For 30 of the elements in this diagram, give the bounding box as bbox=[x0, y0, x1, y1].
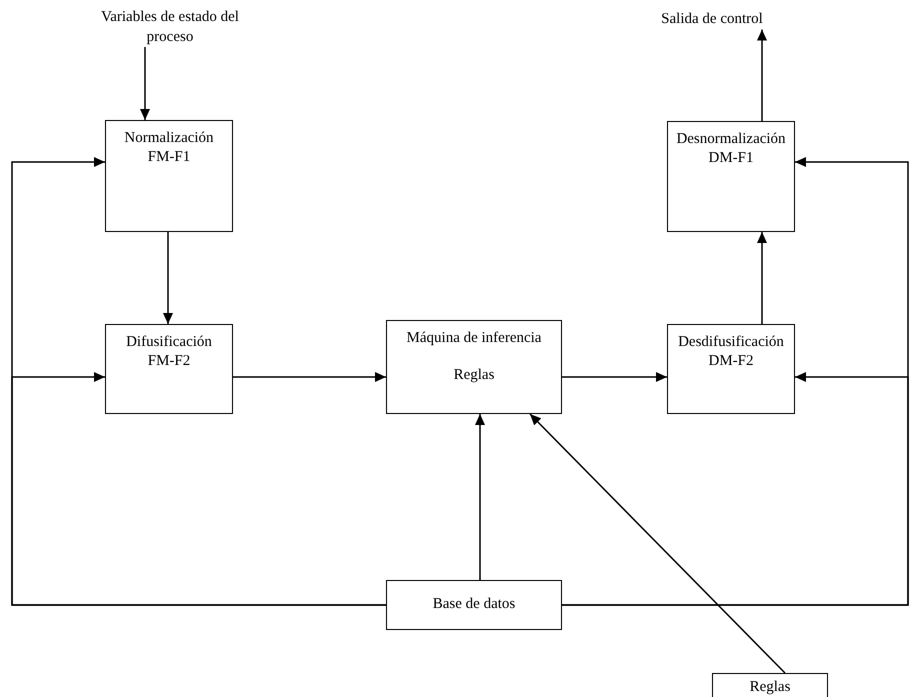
arrow bbox=[233, 372, 386, 382]
box-subtitle: FM-F1 bbox=[148, 148, 190, 166]
box-title: Máquina de inferencia bbox=[406, 329, 542, 348]
box-title: Reglas bbox=[750, 678, 790, 697]
process-box bbox=[667, 121, 795, 232]
box-subtitle: DM-F1 bbox=[708, 148, 754, 168]
process-box bbox=[386, 320, 562, 414]
process-box bbox=[105, 324, 233, 414]
box-title: Base de datos bbox=[432, 595, 516, 614]
arrow bbox=[140, 47, 150, 120]
arrow bbox=[562, 372, 667, 382]
arrow bbox=[475, 414, 485, 580]
arrow bbox=[11, 372, 386, 606]
process-box bbox=[105, 120, 233, 232]
box-title: Desdifusificación bbox=[678, 333, 784, 352]
arrow bbox=[163, 232, 173, 324]
process-box bbox=[386, 580, 562, 630]
arrow bbox=[529, 413, 786, 674]
arrow bbox=[757, 232, 767, 324]
arrow bbox=[757, 30, 767, 121]
process-box bbox=[667, 324, 795, 414]
text-label: Variables de estado del proceso bbox=[95, 8, 245, 47]
text-label: Salida de control bbox=[652, 10, 772, 30]
arrow bbox=[562, 372, 909, 606]
box-title: Normalización bbox=[124, 129, 214, 148]
box-title: Difusificación bbox=[126, 333, 212, 352]
box-subtitle: Reglas bbox=[454, 366, 494, 384]
box-subtitle: FM-F2 bbox=[148, 352, 190, 370]
box-title: Desnormalización bbox=[676, 130, 786, 149]
box-subtitle: DM-F2 bbox=[708, 352, 754, 370]
